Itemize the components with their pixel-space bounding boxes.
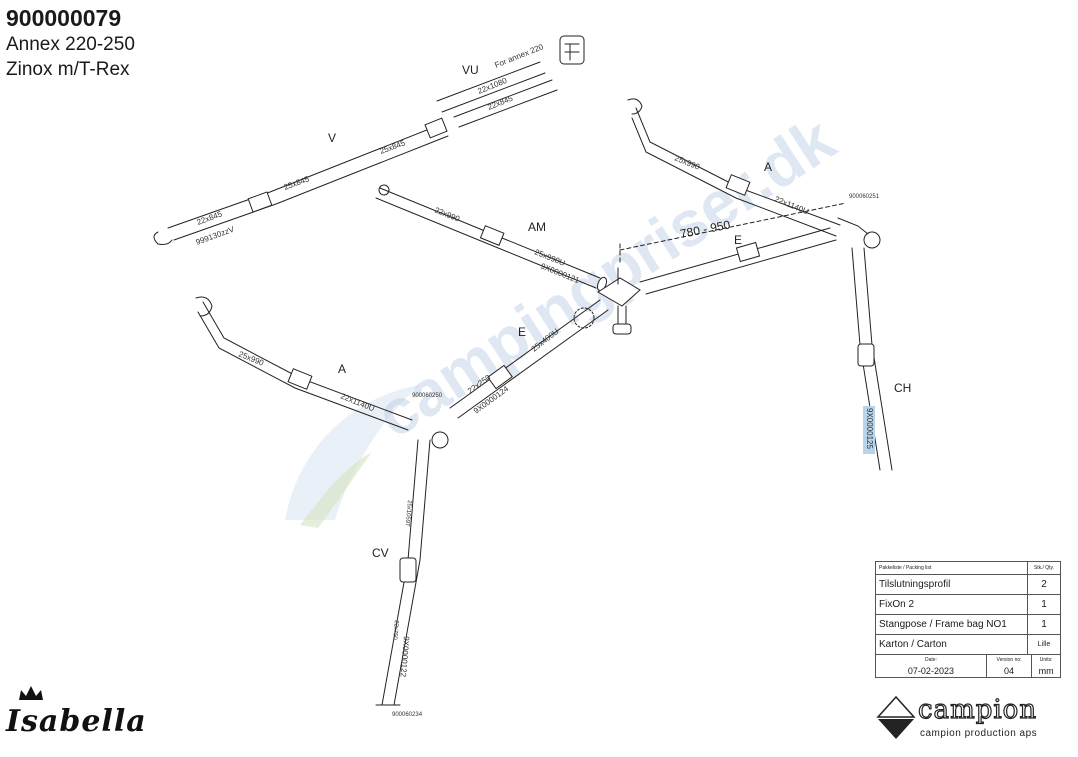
table-row: FixOn 2 1 [875, 594, 1061, 615]
rafter-a-left [195, 296, 413, 431]
a-right-tube1: 25x990 [673, 154, 701, 172]
cv-code: 9X0000122 [398, 636, 411, 678]
label-am: AM [528, 220, 546, 234]
v-tube1: 25x845 [379, 138, 407, 156]
campion-triangle-icon [876, 695, 916, 739]
dimension-line [619, 202, 847, 263]
campion-logo: campion campion production aps [876, 694, 1066, 745]
e-tube-left [449, 299, 609, 419]
vu-note: For annex 220 [493, 42, 545, 70]
am-tube1: 22x990 [433, 206, 461, 224]
am-rail [375, 184, 608, 292]
label-e-left: E [518, 325, 526, 339]
item-qty: 1 [1027, 614, 1061, 635]
version-label: Version no: [986, 655, 1033, 664]
label-a-left: A [338, 362, 346, 376]
cv-tube1: 25x1059T [404, 500, 412, 527]
rafter-a-right [627, 98, 841, 237]
packing-list-table: Pakkeliste / Packing list Stk./ Qty. Til… [875, 561, 1061, 678]
units-label: Units: [1039, 656, 1053, 663]
item-qty: 2 [1027, 574, 1061, 595]
packing-list-qty-header: Stk./ Qty. [1027, 561, 1061, 575]
vu-tubes [436, 35, 585, 128]
part-number: 900000079 [6, 5, 122, 31]
version-value: 04 [986, 664, 1033, 677]
a-right-code: 900060251 [849, 194, 880, 200]
e-tube-right [639, 227, 837, 295]
v-tube2: 25x845 [283, 174, 311, 192]
title-block: 900000079 Annex 220-250 Zinox m/T-Rex [6, 4, 135, 82]
packing-list-title: Pakkeliste / Packing list [875, 561, 1028, 575]
campion-wordmark: campion [917, 694, 1038, 725]
vu-tube2: 22x845 [486, 93, 514, 111]
table-row: Stangpose / Frame bag NO1 1 [875, 614, 1061, 635]
ch-code: 9X0000125 [865, 408, 874, 449]
a-left-code: 900060250 [412, 393, 443, 399]
item-qty: Lille [1027, 634, 1061, 655]
label-ch: CH [894, 381, 911, 395]
meta-row: Date: Version no: Units: 07-02-2023 04 m… [875, 654, 1061, 678]
table-row: Tilslutningsprofil 2 [875, 574, 1061, 595]
ch-code-highlight [863, 406, 875, 454]
watermark-text: campingpriser.dk [363, 102, 847, 451]
crown-icon [19, 686, 43, 700]
date-label: Date: [876, 655, 987, 664]
center-hub [597, 267, 641, 335]
packing-list-header: Pakkeliste / Packing list Stk./ Qty. [875, 561, 1061, 575]
v-rail [153, 117, 449, 245]
cv-tube2: 22x750 [391, 620, 399, 641]
item-name: FixOn 2 [875, 594, 1028, 615]
date-value: 07-02-2023 [876, 664, 987, 677]
isabella-wordmark: Isabella [6, 704, 147, 739]
isabella-logo: Isabella [6, 684, 206, 744]
label-a-right: A [764, 160, 772, 174]
item-qty: 1 [1027, 594, 1061, 615]
item-name: Tilslutningsprofil [875, 574, 1028, 595]
units-value: mm [1038, 665, 1054, 676]
campion-tagline: campion production aps [920, 728, 1038, 739]
label-e-right: E [734, 233, 742, 247]
item-name: Stangpose / Frame bag NO1 [875, 614, 1028, 635]
model-name: Annex 220-250 [6, 34, 135, 55]
table-row: Karton / Carton Lille [875, 634, 1061, 655]
model-variant: Zinox m/T-Rex [6, 59, 130, 80]
label-cv: CV [372, 546, 389, 560]
v-code: 999130zzV [195, 225, 236, 247]
item-name: Karton / Carton [875, 634, 1028, 655]
leg-cv [375, 431, 449, 706]
label-v: V [328, 131, 336, 145]
cv-foot-code: 900060234 [392, 712, 423, 718]
label-vu: VU [462, 63, 479, 77]
